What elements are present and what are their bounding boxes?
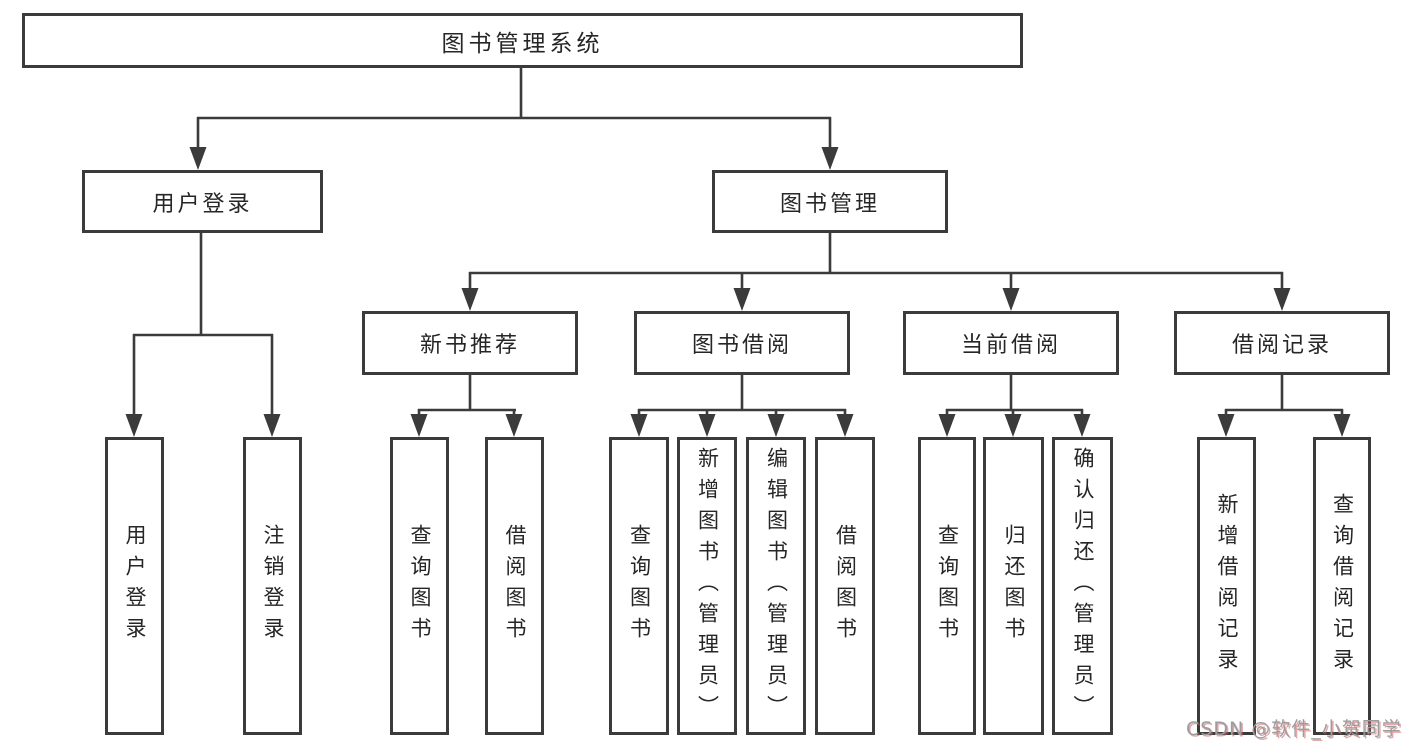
connector-book-borrow bbox=[637, 375, 847, 420]
connector-new-book bbox=[417, 375, 516, 420]
leaf-current-return-books: 归还图书 bbox=[983, 437, 1044, 735]
node-book-mgmt-label: 图书管理 bbox=[779, 191, 880, 217]
leaf-current-confirm-return-label: 确认归还（管理员） bbox=[1071, 446, 1095, 726]
leaf-borrow-query-books: 查询图书 bbox=[609, 437, 669, 735]
leaf-borrow-query-books-label: 查询图书 bbox=[627, 524, 652, 648]
leaf-newbook-borrow-books: 借阅图书 bbox=[485, 437, 544, 735]
leaf-current-confirm-return: 确认归还（管理员） bbox=[1052, 437, 1113, 735]
connector-root bbox=[196, 68, 832, 152]
node-current-borrow: 当前借阅 bbox=[903, 311, 1119, 375]
leaf-user-login-label: 用户登录 bbox=[123, 524, 147, 648]
node-current-borrow-label: 当前借阅 bbox=[960, 333, 1061, 358]
leaf-user-login: 用户登录 bbox=[105, 437, 164, 735]
leaf-borrow-borrow-books: 借阅图书 bbox=[815, 437, 875, 735]
csdn-watermark: CSDN @软件_小贺同学 bbox=[1186, 718, 1402, 740]
node-book-mgmt: 图书管理 bbox=[712, 170, 948, 233]
leaf-borrow-edit-books-label: 编辑图书（管理员） bbox=[764, 446, 789, 726]
arrowheads bbox=[125, 147, 1351, 437]
node-book-borrow-label: 图书借阅 bbox=[691, 333, 792, 358]
leaf-records-add-record-label: 新增借阅记录 bbox=[1215, 493, 1239, 679]
node-root: 图书管理系统 bbox=[22, 13, 1023, 68]
node-user-login: 用户登录 bbox=[82, 170, 323, 233]
leaf-logout-login: 注销登录 bbox=[243, 437, 302, 735]
leaf-newbook-query-books-label: 查询图书 bbox=[408, 524, 432, 648]
leaf-records-query-record-label: 查询借阅记录 bbox=[1330, 493, 1355, 679]
leaf-logout-login-label: 注销登录 bbox=[261, 524, 285, 648]
node-root-label: 图书管理系统 bbox=[441, 30, 604, 57]
leaf-current-query-books: 查询图书 bbox=[918, 437, 976, 735]
leaf-newbook-borrow-books-label: 借阅图书 bbox=[503, 524, 527, 648]
leaf-borrow-add-books: 新增图书（管理员） bbox=[677, 437, 737, 735]
leaf-borrow-add-books-label: 新增图书（管理员） bbox=[695, 446, 720, 726]
leaf-records-add-record: 新增借阅记录 bbox=[1197, 437, 1256, 735]
node-borrow-records-label: 借阅记录 bbox=[1231, 333, 1332, 358]
node-book-borrow: 图书借阅 bbox=[634, 311, 850, 375]
connector-user-login bbox=[132, 233, 274, 420]
leaf-records-query-record: 查询借阅记录 bbox=[1313, 437, 1371, 735]
node-borrow-records: 借阅记录 bbox=[1174, 311, 1390, 375]
leaf-borrow-edit-books: 编辑图书（管理员） bbox=[746, 437, 806, 735]
connector-current-borrow bbox=[945, 375, 1084, 420]
connector-book-mgmt bbox=[468, 233, 1284, 292]
node-user-login-label: 用户登录 bbox=[152, 191, 253, 217]
node-new-book-recommend-label: 新书推荐 bbox=[419, 333, 520, 358]
connector-borrow-records bbox=[1224, 375, 1344, 420]
node-new-book-recommend: 新书推荐 bbox=[362, 311, 578, 375]
leaf-newbook-query-books: 查询图书 bbox=[390, 437, 449, 735]
leaf-current-return-books-label: 归还图书 bbox=[1002, 524, 1026, 648]
leaf-current-query-books-label: 查询图书 bbox=[935, 524, 960, 648]
leaf-borrow-borrow-books-label: 借阅图书 bbox=[833, 524, 858, 648]
